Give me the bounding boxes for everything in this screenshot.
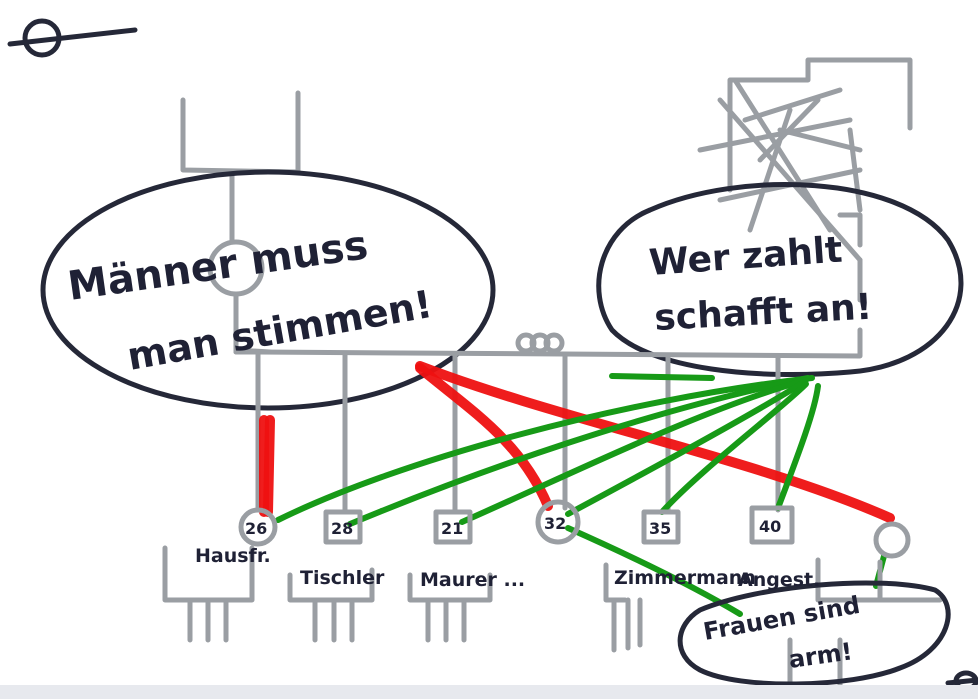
voter-label: Zimmermann — [614, 567, 756, 589]
voter-32: 32 — [535, 499, 581, 545]
voter-label: Maurer ... — [420, 569, 525, 591]
voter-26: 26 — [238, 507, 278, 547]
right-speech-bubble — [596, 182, 964, 378]
right-parents-scribble — [697, 57, 913, 263]
left-bubble-line2: man stimmen! — [124, 282, 436, 379]
red-vote-line — [415, 361, 895, 523]
right-bubble-line1: Wer zahlt — [648, 230, 844, 284]
voter-number: 35 — [649, 519, 671, 538]
bottom-bubble-line2: arm! — [787, 637, 854, 674]
voter-21: 21 — [433, 509, 473, 545]
voter-number: 28 — [331, 519, 353, 538]
green-vote-lines — [275, 373, 887, 617]
bottom-speech-bubble — [677, 580, 951, 687]
voter-number: 21 — [441, 519, 463, 538]
grandchildren-lines — [162, 545, 943, 693]
crossed-circle-icon — [7, 18, 138, 58]
right-bubble-line2: schafft an! — [653, 287, 873, 339]
voter-label: Hausfr. — [195, 545, 271, 567]
voter-label: Tischler — [300, 567, 385, 589]
voter-35: 35 — [641, 509, 681, 545]
left-bubble-line1: Männer muss — [65, 222, 371, 310]
voter-number: 40 — [759, 517, 781, 536]
left-speech-bubble — [40, 169, 496, 411]
scan-edge — [0, 685, 978, 699]
voter-number: 26 — [245, 519, 267, 538]
voter-number: 32 — [544, 514, 566, 533]
voter-40: 40 — [749, 505, 795, 545]
voter-label: Angest. — [738, 569, 820, 591]
red-vote-line — [263, 415, 275, 517]
marriage-line — [255, 257, 863, 359]
red-vote-line — [415, 363, 553, 511]
voter-28: 28 — [323, 509, 363, 545]
voter-unnumbered — [873, 521, 911, 559]
ring-icon — [543, 332, 565, 354]
